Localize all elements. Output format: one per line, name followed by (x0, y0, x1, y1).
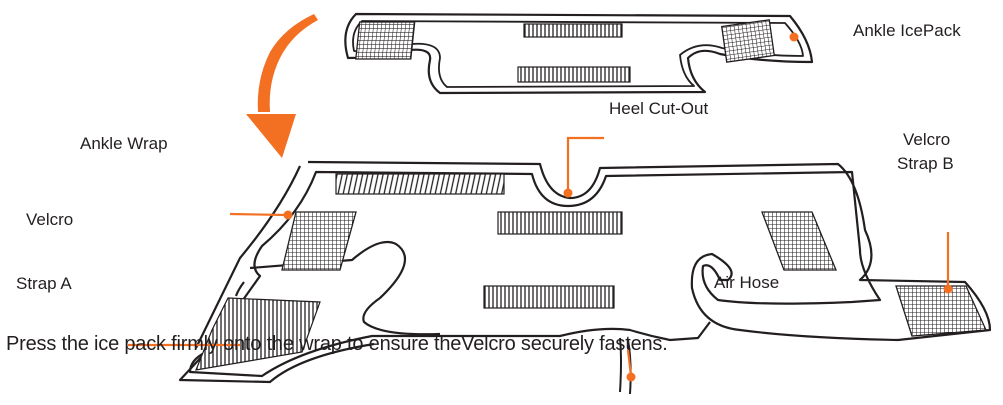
callout-lines (128, 136, 950, 377)
icepack-hatch-bottom (517, 66, 631, 83)
icepack-dot (789, 32, 799, 42)
wrap-velcro-left (281, 211, 357, 271)
icepack-velcro-left (355, 21, 416, 60)
label-ankle-wrap: Ankle Wrap (80, 134, 168, 153)
ankle-wrap (178, 160, 992, 384)
wrap-hatch-bottom (483, 285, 615, 309)
label-velcro-strap-b-line1: Velcro (903, 130, 951, 149)
label-heel-cutout: Heel Cut-Out (609, 99, 709, 118)
icepack-velcro-right (720, 19, 776, 63)
label-ankle-icepack: Ankle IcePack (853, 21, 961, 40)
wrap-hatch-strap-a (195, 297, 321, 371)
instruction-caption: Press the ice pack firmly onto the wrap … (6, 333, 668, 355)
wrap-hatch-top-left (335, 173, 505, 195)
label-velcro: Velcro (26, 210, 74, 229)
callout-dots (283, 188, 953, 382)
wrap-velcro-strap-b (895, 285, 987, 337)
wrap-hatch-center (497, 211, 623, 235)
label-air-hose: Air Hose (714, 273, 780, 292)
curved-arrow-icon (246, 14, 318, 158)
wrap-velcro-right (761, 211, 837, 271)
label-velcro-strap-b-line2: Strap B (897, 154, 954, 173)
label-strap-a: Strap A (16, 274, 72, 293)
icepack-hatch-top (523, 23, 623, 38)
